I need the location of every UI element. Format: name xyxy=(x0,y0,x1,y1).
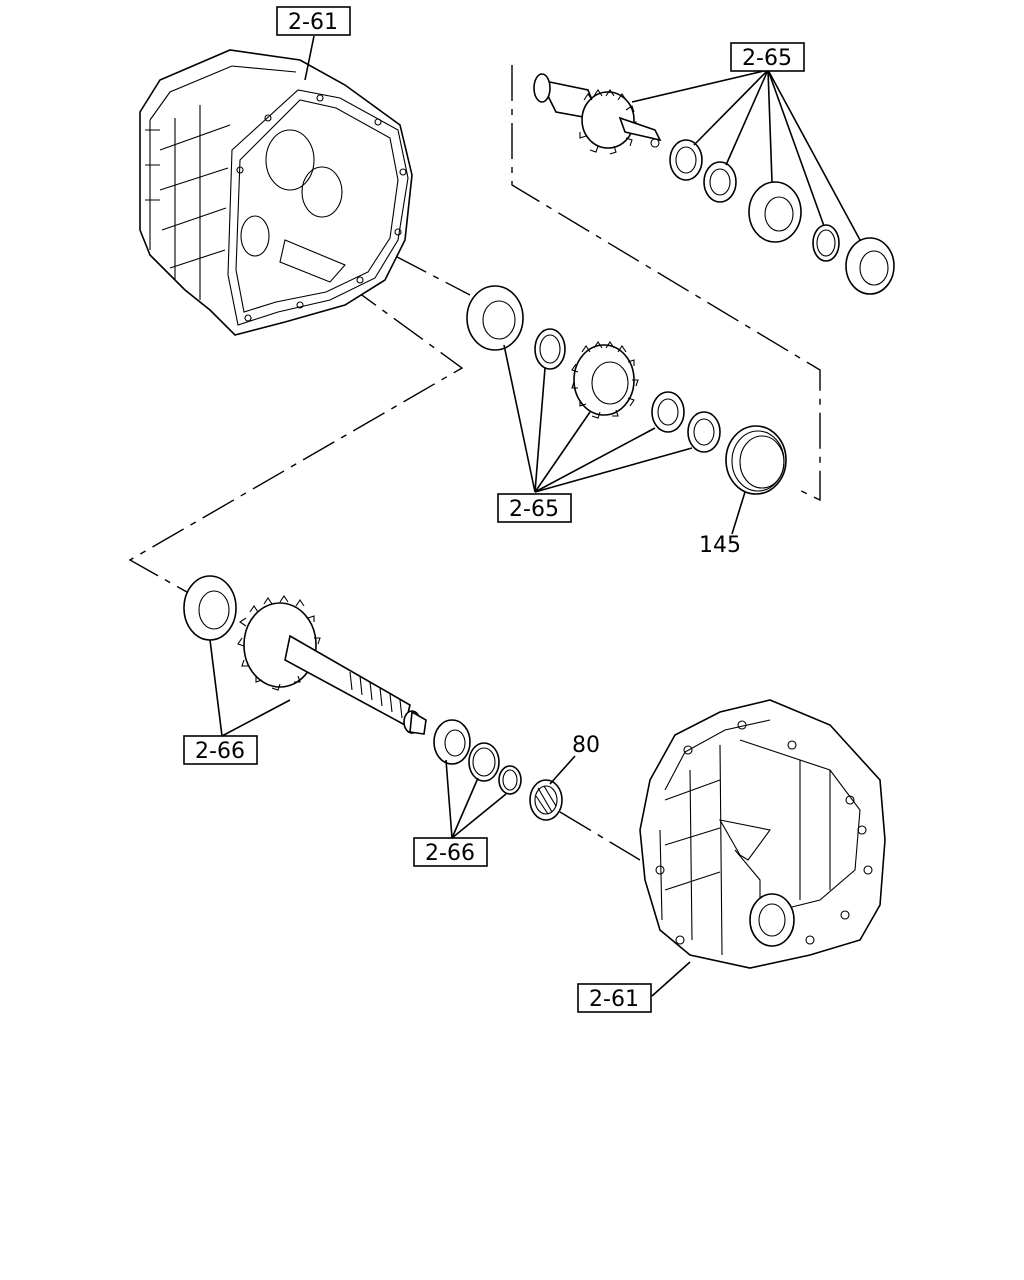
needle-bearing-part-number: 80 xyxy=(572,733,600,758)
front-housing-ref-label: 2-61 xyxy=(288,10,338,35)
input-shaft-ref-label: 2-66 xyxy=(195,739,245,764)
small-bearing-group xyxy=(433,719,522,795)
input-shaft-ref: 2-66 xyxy=(183,639,291,765)
needle-bearing xyxy=(529,779,563,821)
countershaft-group-ref: 2-65 xyxy=(631,42,861,241)
main-gear-group xyxy=(466,285,787,495)
sleeve-callout: 145 xyxy=(699,491,746,558)
small-bearing-group-ref: 2-66 xyxy=(413,759,507,867)
needle-bearing-callout: 80 xyxy=(549,733,600,785)
countershaft-group-ref-label: 2-65 xyxy=(742,46,792,71)
sleeve-part-number: 145 xyxy=(699,533,741,558)
countershaft-group xyxy=(533,73,895,295)
rear-housing-ref: 2-61 xyxy=(577,961,691,1013)
rear-housing-ref-label: 2-61 xyxy=(589,987,639,1012)
front-housing xyxy=(139,49,413,336)
front-housing-ref: 2-61 xyxy=(276,6,351,81)
small-bearing-group-ref-label: 2-66 xyxy=(425,841,475,866)
rear-housing xyxy=(639,699,886,969)
input-shaft xyxy=(183,575,427,735)
main-gear-group-ref: 2-65 xyxy=(497,344,693,523)
main-gear-group-ref-label: 2-65 xyxy=(509,497,559,522)
